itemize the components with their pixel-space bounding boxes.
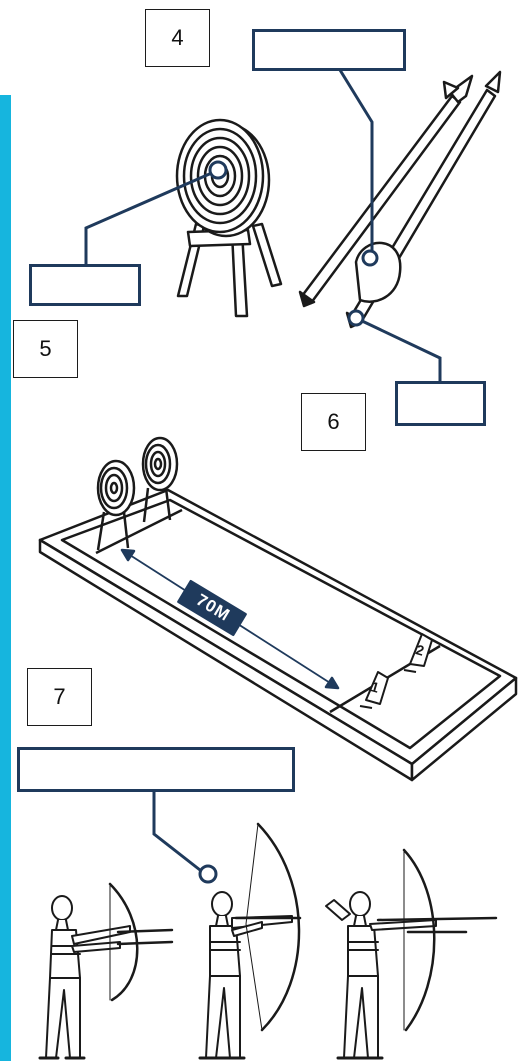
number-box-5: 5 [13,320,78,378]
archery-range-illustration [40,438,516,780]
number-box-7: 7 [27,668,92,726]
leader-dot-arrow [363,251,377,265]
leader-line-stance [154,790,200,870]
number-box-4: 4 [145,9,210,67]
archer-2 [200,824,300,1058]
archers-illustration [40,824,496,1058]
archer-1 [40,884,172,1058]
leader-dot-bow [349,311,363,325]
archery-target-illustration [177,120,281,316]
answer-box-target-center[interactable] [29,264,141,306]
leader-dot-stance [200,866,216,882]
leader-line-bow [360,320,440,384]
leader-dot-target [210,162,226,178]
answer-box-bow-part[interactable] [395,381,486,426]
answer-box-arrow-part[interactable] [252,29,406,71]
number-box-6: 6 [301,393,366,451]
answer-box-archer-stance[interactable] [17,747,295,792]
arrows-illustration [300,72,500,327]
archer-3 [326,850,496,1058]
